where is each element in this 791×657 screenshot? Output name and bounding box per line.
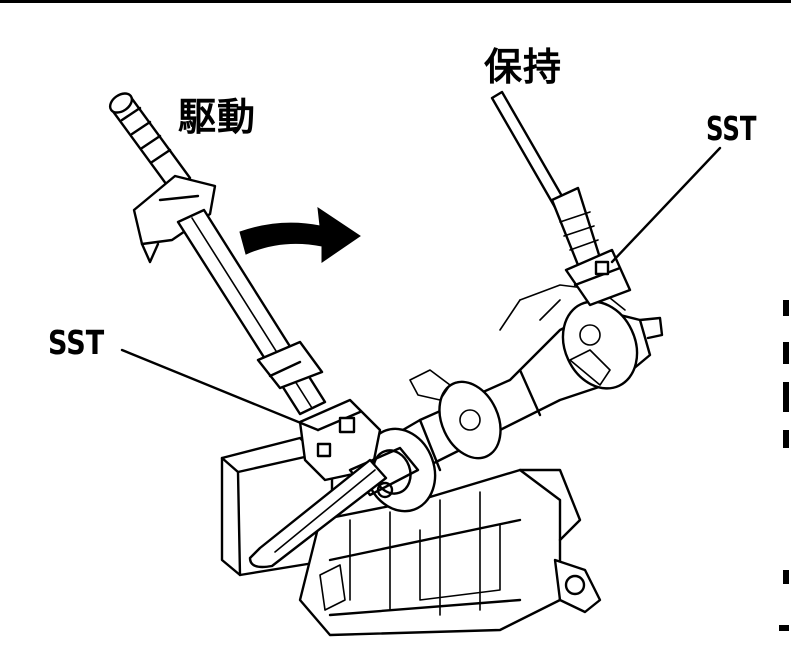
right-edge-marks <box>777 280 791 657</box>
label-hold: 保持 <box>484 45 563 89</box>
label-sst-left: SST <box>48 323 105 362</box>
leader-line-sst-right <box>610 146 722 264</box>
leader-line-sst-left <box>120 348 320 432</box>
label-drive: 駆動 <box>178 95 257 139</box>
label-sst-right: SST <box>706 109 757 148</box>
curved-arrow-right-icon <box>239 206 361 263</box>
top-border <box>0 0 791 3</box>
holding-bar-icon <box>490 90 632 307</box>
torque-wrench-icon <box>108 92 327 416</box>
steering-gear-assembly-icon <box>358 284 664 492</box>
left-sst-socket <box>248 398 437 569</box>
bench-vise-icon <box>220 436 602 637</box>
